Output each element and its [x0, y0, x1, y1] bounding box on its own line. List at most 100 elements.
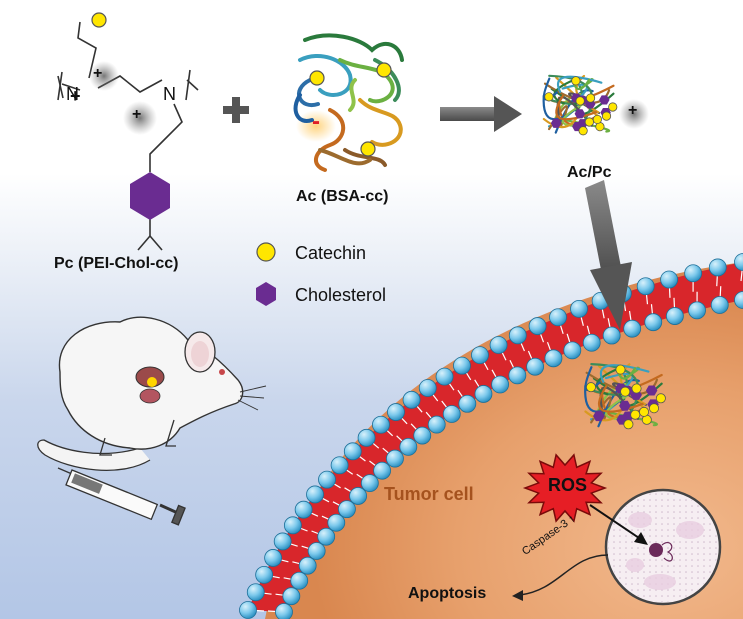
lipid-head: [372, 415, 390, 434]
catechin-molecule: [620, 386, 631, 397]
charge-plus-label: +: [132, 106, 142, 123]
catechin-molecule: [608, 102, 618, 112]
catechin-molecule: [649, 403, 660, 414]
catechin-molecule: [584, 117, 594, 127]
lipid-head: [298, 556, 317, 575]
catechin-molecule: [91, 12, 107, 28]
legend-label-cholesterol: Cholesterol: [295, 285, 387, 305]
lipid-head: [458, 394, 477, 413]
lipid-head: [526, 357, 545, 376]
lipid-head: [327, 513, 346, 532]
lipid-head: [399, 437, 418, 456]
nitrogen-label: N: [66, 84, 79, 104]
mouse-illustration: [37, 316, 267, 471]
ros-to-nucleus-arrow: [589, 504, 648, 545]
lipid-head: [665, 307, 684, 325]
catechin-molecule: [655, 393, 666, 404]
lipid-head: [688, 301, 706, 320]
catechin-molecule: [585, 93, 596, 103]
acpc-complex-top: [542, 74, 618, 136]
cholesterol-molecule: [619, 400, 631, 411]
lipid-head: [570, 299, 588, 318]
positive-charge-halo: [619, 99, 649, 129]
lipid-head: [307, 542, 326, 560]
lipid-head: [357, 428, 376, 447]
lipid-head: [413, 426, 432, 445]
arrow-right-icon: [440, 96, 522, 132]
lipid-head: [373, 461, 392, 480]
lipid-head: [317, 527, 336, 546]
catechin-molecule: [376, 62, 392, 78]
lipid-head: [283, 516, 302, 535]
lipid-head: [508, 366, 527, 385]
catechin-molecule: [639, 406, 650, 417]
ac-label: Ac (BSA-cc): [296, 188, 389, 205]
lipid-head: [330, 456, 349, 475]
lipid-head: [282, 587, 301, 606]
catechin-molecule: [575, 96, 585, 106]
cholesterol-molecule: [593, 411, 605, 422]
lipid-head: [386, 449, 404, 468]
cholesterol-molecule: [574, 109, 586, 119]
lipid-head: [623, 319, 642, 338]
lipid-head: [491, 375, 510, 394]
charge-plus-label: +: [628, 102, 638, 119]
cell-membrane: [239, 253, 743, 619]
lipid-head: [582, 333, 601, 352]
catechin-molecule: [309, 70, 325, 86]
lipid-head: [435, 367, 454, 386]
cholesterol-molecule: [645, 385, 658, 396]
lipid-head: [528, 317, 547, 335]
catechin-molecule: [631, 383, 642, 394]
lipid-head: [290, 571, 309, 590]
lipid-head: [264, 549, 283, 567]
lipid-head: [360, 474, 379, 493]
catechin-molecule: [578, 126, 588, 136]
lipid-head: [418, 379, 437, 397]
lipid-head: [273, 532, 292, 551]
cholesterol-molecule: [599, 95, 610, 105]
lipid-head: [338, 500, 356, 519]
cholesterol-molecule: [130, 172, 170, 220]
lipid-head: [489, 336, 508, 354]
catechin-molecule: [615, 364, 626, 375]
positive-charge-halo: [89, 61, 119, 91]
lipid-head: [442, 405, 461, 423]
lipid-head: [255, 565, 274, 584]
catechin-molecule: [544, 92, 554, 102]
lipid-head: [508, 326, 527, 345]
cholesterol-molecule: [550, 118, 562, 128]
charge-plus-label: +: [93, 65, 103, 82]
lipid-head: [343, 442, 362, 461]
acpc-label: Ac/Pc: [567, 164, 612, 181]
lipid-head: [306, 485, 324, 504]
apoptosis-label: Apoptosis: [408, 585, 487, 602]
catechin-molecule: [360, 141, 376, 157]
lipid-head: [294, 500, 313, 519]
charge-minus-label: -: [312, 108, 320, 135]
lipid-head: [239, 601, 257, 619]
nucleus: [604, 488, 722, 606]
lipid-head: [636, 277, 655, 296]
lipid-head: [318, 470, 336, 489]
lipid-head: [246, 583, 265, 602]
nitrogen-label: N: [163, 84, 176, 104]
catechin-molecule: [592, 114, 602, 125]
combine-plus-icon: [223, 97, 249, 123]
catechin-molecule: [601, 111, 612, 121]
lipid-head: [427, 415, 446, 434]
syringe-illustration: [57, 467, 186, 526]
ros-burst: [522, 453, 608, 523]
ros-label: ROS: [548, 475, 588, 495]
legend-label-catechin: Catechin: [295, 243, 367, 263]
catechin-molecule: [571, 76, 581, 86]
lipid-head: [708, 258, 727, 277]
catechin-molecule: [585, 382, 596, 393]
pc-polymer-structure: [57, 21, 199, 251]
catechin-molecule: [623, 419, 634, 430]
arrow-down-icon: [585, 180, 632, 330]
lipid-head: [710, 296, 729, 314]
lipid-head: [387, 403, 405, 421]
